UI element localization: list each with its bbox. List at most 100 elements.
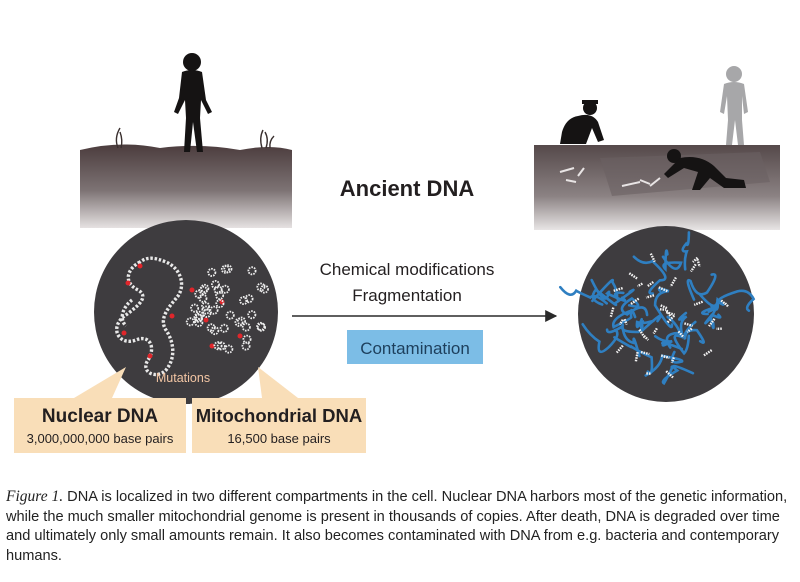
diagram-title: Ancient DNA xyxy=(340,176,475,201)
mito-dna-ring xyxy=(234,317,244,327)
process-label-chemical: Chemical modifications xyxy=(320,260,495,279)
contaminant-dna-strand xyxy=(653,287,674,329)
ancient-dna-fragment xyxy=(658,286,669,293)
ancient-dna-fragment xyxy=(609,307,615,318)
mito-dna-ring xyxy=(225,310,235,320)
ancient-dna-fragment xyxy=(640,350,650,356)
ancient-dna-fragment xyxy=(646,281,655,288)
left-soil-block xyxy=(80,144,292,228)
contaminant-dna-strand xyxy=(620,296,649,317)
ancient-dna-fragment xyxy=(669,276,677,288)
ancient-dna-fragment xyxy=(663,355,670,359)
digging-archaeologist-icon xyxy=(649,149,746,190)
mutations-label: Mutations xyxy=(156,371,210,385)
ancient-dna-fragment xyxy=(613,286,623,292)
ancient-dna-fragment xyxy=(686,327,693,333)
mito-dna-ring xyxy=(210,326,220,336)
ancient-dna-fragment xyxy=(660,304,668,310)
ancient-dna-fragment xyxy=(703,349,713,357)
cell-circle: Mutations xyxy=(94,220,278,404)
ancient-dna-fragment xyxy=(692,256,699,263)
mito-dna-ring xyxy=(201,305,211,315)
figure-caption: Figure 1. DNA is localized in two differ… xyxy=(6,487,796,566)
ancient-dna-fragment xyxy=(643,334,650,341)
mito-dna-ring xyxy=(244,294,254,304)
contaminant-dna-strand xyxy=(681,231,691,271)
process-label-fragmentation: Fragmentation xyxy=(352,286,462,305)
mito-dna-label: Mitochondrial DNA 16,500 base pairs xyxy=(192,398,366,453)
kneeling-archaeologist-icon xyxy=(560,100,604,144)
mito-dna-ring xyxy=(210,279,220,289)
ancient-dna-diagram: Mutations Nuclear DNA 3,000,000,000 base… xyxy=(14,53,780,453)
contaminant-dna-strand xyxy=(661,249,683,273)
excavation-scene xyxy=(534,66,780,230)
nuclear-pointer xyxy=(74,367,126,398)
contaminant-dna-strand xyxy=(686,273,717,301)
ancient-dna-fragment xyxy=(696,258,701,268)
mito-dna-base-pairs: 16,500 base pairs xyxy=(227,431,331,446)
mito-dna-ring xyxy=(224,344,234,354)
ancient-dna-fragment xyxy=(724,302,730,308)
degraded-dna-circle xyxy=(559,226,756,402)
ancient-dna-fragment xyxy=(720,299,727,306)
ancient-dna-fragment xyxy=(677,330,685,339)
mito-dna-ring xyxy=(220,264,230,274)
mito-dna-ring xyxy=(219,323,229,333)
ancient-dna-fragment xyxy=(623,318,628,326)
contaminant-dna-strand xyxy=(620,317,644,334)
mito-dna-ring xyxy=(201,301,211,311)
mito-dna-ring xyxy=(256,322,266,332)
ancient-dna-fragment xyxy=(665,370,674,379)
ancient-dna-fragment xyxy=(618,319,624,326)
mito-dna-ring xyxy=(200,283,210,293)
mito-dna-ring xyxy=(236,316,246,326)
contaminant-dna-strand xyxy=(654,335,683,351)
mito-dna-ring xyxy=(256,282,266,292)
ancient-dna-fragment xyxy=(634,351,639,363)
contaminant-dna-strand xyxy=(581,323,619,354)
mito-dna-title: Mitochondrial DNA xyxy=(196,405,363,426)
ancient-dna-fragment xyxy=(708,318,716,327)
ancient-dna-fragments xyxy=(609,253,730,379)
nuclear-dna-strand xyxy=(115,256,184,377)
mito-dna-ring xyxy=(190,303,200,313)
mito-dna-ring xyxy=(207,267,217,277)
mito-dna-ring xyxy=(247,266,257,276)
ancient-dna-fragment xyxy=(670,356,675,364)
mito-dna-ring xyxy=(241,322,251,332)
ancient-dna-fragment xyxy=(649,253,656,263)
contamination-box: Contamination xyxy=(347,330,483,364)
ancient-dna-fragment xyxy=(615,344,624,354)
mito-dna-ring xyxy=(213,285,223,295)
mito-dna-ring xyxy=(198,293,208,303)
mito-dna-ring xyxy=(215,290,225,300)
ancient-dna-fragment xyxy=(689,263,697,273)
mito-dna-ring xyxy=(209,305,219,315)
mito-dna-ring xyxy=(215,299,225,309)
contaminant-dna-strand xyxy=(590,278,627,302)
contaminant-dna-strand xyxy=(666,315,691,356)
mitochondrial-dna-rings xyxy=(185,264,269,354)
contaminant-dna-strand xyxy=(700,302,719,319)
modern-human-silhouette-icon xyxy=(720,66,748,145)
grass-icon xyxy=(115,127,275,149)
contaminant-dna-strand xyxy=(683,320,705,344)
left-soil-scene xyxy=(80,53,292,228)
ancient-dna-fragment xyxy=(652,327,658,335)
nuclear-dna-base-pairs: 3,000,000,000 base pairs xyxy=(27,431,174,446)
ancient-dna-fragment xyxy=(666,314,676,324)
mito-dna-ring xyxy=(194,310,204,320)
ancient-dna-fragment xyxy=(628,272,638,280)
contaminant-dna-strand xyxy=(717,289,756,312)
mito-dna-ring xyxy=(220,284,230,294)
mito-dna-ring xyxy=(216,341,226,351)
contaminant-dna-strand xyxy=(665,311,688,349)
contaminant-dna-strand xyxy=(605,324,641,358)
ancient-dna-fragment xyxy=(630,297,640,305)
mutation-markers xyxy=(121,263,243,359)
contaminant-dna-strand xyxy=(661,364,695,386)
mito-dna-ring xyxy=(213,341,223,351)
contamination-label: Contamination xyxy=(360,339,470,358)
ancient-dna-fragment xyxy=(636,282,643,288)
ancient-dna-fragment xyxy=(665,310,675,316)
